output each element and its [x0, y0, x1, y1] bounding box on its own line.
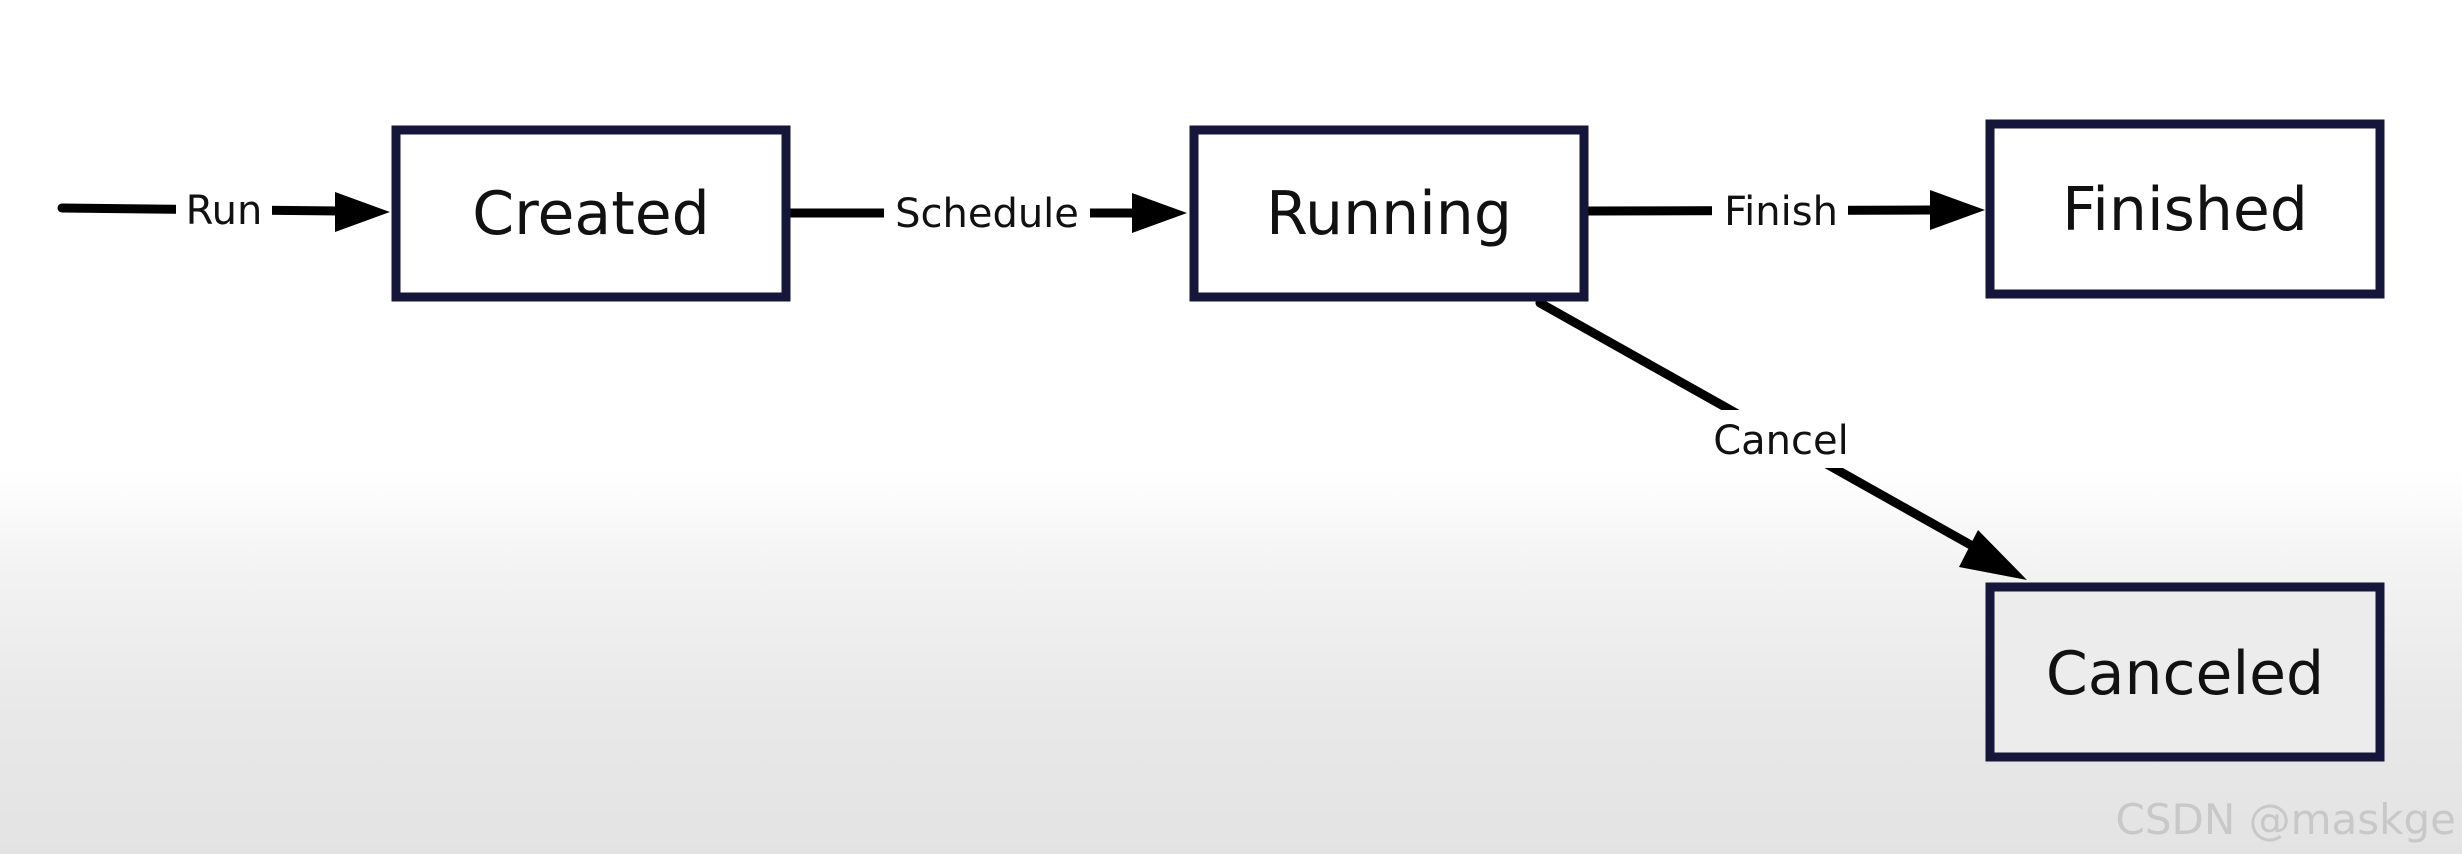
edge-schedule-arrowhead — [1132, 193, 1187, 233]
edge-finish-label-bg — [1712, 186, 1848, 236]
watermark: CSDN @maskge — [2115, 795, 2456, 844]
edge-finish-label: Finish — [1724, 189, 1838, 235]
node-finished-box — [1985, 119, 2385, 299]
edge-finish: Finish — [1583, 186, 1985, 236]
node-running: Running — [1189, 125, 1589, 302]
node-running-label: Running — [1266, 179, 1512, 249]
edge-cancel-arrowhead — [1959, 530, 2027, 580]
edge-cancel: Cancel — [1535, 298, 2027, 580]
edge-schedule: Schedule — [785, 188, 1187, 238]
node-created-label: Created — [472, 179, 709, 249]
node-canceled-label: Canceled — [2046, 639, 2324, 709]
edge-run: Run — [57, 186, 390, 236]
edge-schedule-label: Schedule — [895, 191, 1079, 237]
node-created: Created — [391, 125, 791, 302]
node-finished: Finished — [1985, 119, 2385, 299]
node-created-box — [391, 125, 791, 302]
node-canceled-box — [1985, 582, 2385, 762]
node-canceled: Canceled — [1985, 582, 2385, 762]
node-finished-label: Finished — [2062, 175, 2308, 245]
edge-run-label: Run — [186, 188, 263, 234]
node-running-box — [1189, 125, 1589, 302]
edge-run-label-bg — [176, 186, 272, 236]
edge-cancel-label: Cancel — [1713, 418, 1849, 464]
edge-run-arrowhead — [335, 192, 390, 232]
edge-finish-arrowhead — [1930, 190, 1985, 230]
edge-schedule-label-bg — [884, 188, 1090, 238]
edge-cancel-label-bg — [1704, 410, 1858, 468]
